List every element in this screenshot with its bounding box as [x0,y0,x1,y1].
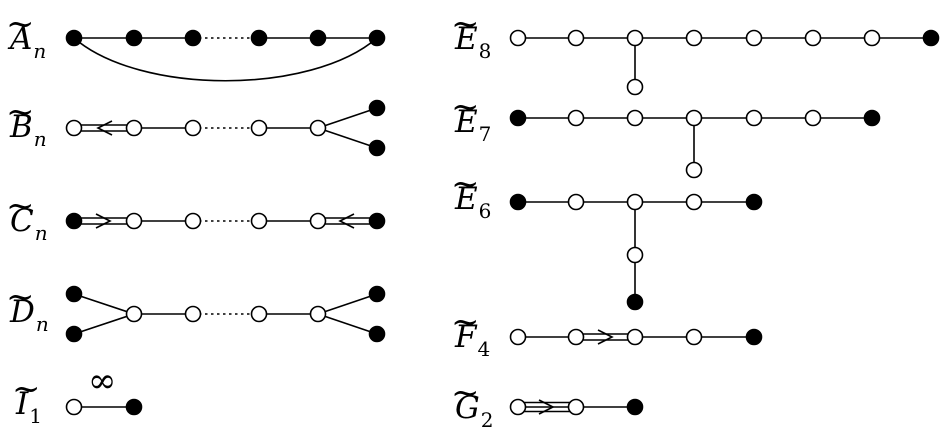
arrow-right-chevron [538,399,555,415]
label-G-tilde-2: ~G2 [451,373,494,432]
filled-node [922,29,940,47]
filled-node [745,193,763,211]
label-E-tilde-6: ~E6 [451,164,492,223]
open-node [626,193,644,211]
filled-node [184,29,202,47]
open-node [250,305,268,323]
filled-node [65,29,83,47]
open-node [309,305,327,323]
bond-line [73,313,135,335]
open-node [567,328,585,346]
filled-node [368,212,386,230]
open-node [626,109,644,127]
filled-node [626,398,644,416]
open-node [309,119,327,137]
open-node [685,193,703,211]
filled-node [125,398,143,416]
filled-node [65,212,83,230]
open-node [863,29,881,47]
open-node [184,212,202,230]
label-C-tilde-n: ~Cn [6,186,48,245]
label-E-tilde-8: ~E8 [451,4,492,63]
label-F-tilde-4: ~F4 [451,302,491,361]
filled-node [125,29,143,47]
open-node [509,398,527,416]
filled-node [863,109,881,127]
filled-node [745,328,763,346]
open-node [509,29,527,47]
open-node [685,109,703,127]
open-node [250,212,268,230]
open-node [685,328,703,346]
filled-node [368,99,386,117]
arrow-right-chevron [95,213,112,229]
bond-line [73,293,135,315]
filled-node [309,29,327,47]
infinity-edge-label: ∞ [88,361,117,401]
open-node [184,119,202,137]
open-node [184,305,202,323]
filled-node [368,325,386,343]
label-B-tilde-n: ~Bn [6,92,47,151]
filled-node [626,293,644,311]
label-A-tilde-n: ~An [6,4,47,63]
arrow-left-chevron [338,213,355,229]
filled-node [368,29,386,47]
open-node [567,29,585,47]
arrow-right-chevron [597,329,614,345]
label-I-tilde-1: ~I1 [12,369,42,428]
open-node [626,29,644,47]
label-D-tilde-n: ~Dn [6,277,49,336]
open-node [125,212,143,230]
label-E-tilde-7: ~E7 [451,87,492,146]
open-node [125,119,143,137]
open-node [804,109,822,127]
open-node [685,161,703,179]
open-node [250,119,268,137]
filled-node [250,29,268,47]
open-node [309,212,327,230]
open-node [567,193,585,211]
open-node [626,246,644,264]
filled-node [509,193,527,211]
open-node [685,29,703,47]
open-node [626,78,644,96]
open-node [626,328,644,346]
open-node [567,398,585,416]
bond-line [317,293,378,315]
cycle-arc [73,37,378,82]
bond-line [317,313,378,335]
filled-node [65,285,83,303]
open-node [567,109,585,127]
open-node [65,119,83,137]
open-node [804,29,822,47]
open-node [65,398,83,416]
bond-line [317,107,378,129]
filled-node [509,109,527,127]
filled-node [65,325,83,343]
filled-node [368,285,386,303]
open-node [125,305,143,323]
open-node [509,328,527,346]
open-node [745,109,763,127]
open-node [745,29,763,47]
arrow-left-chevron [96,120,113,136]
filled-node [368,139,386,157]
bond-line [317,127,378,149]
